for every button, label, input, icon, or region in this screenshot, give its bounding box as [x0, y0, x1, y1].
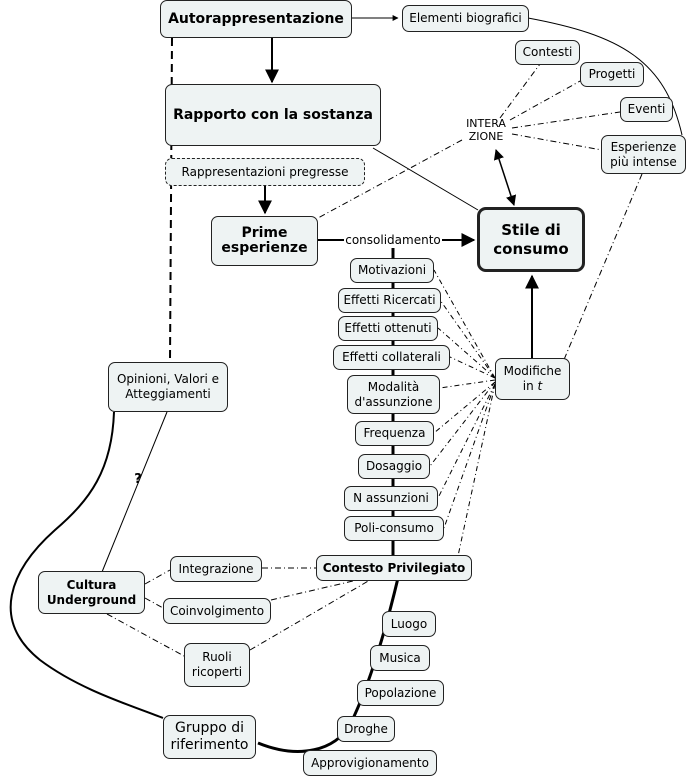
edge-int-prime — [317, 139, 463, 219]
edge-coinvolgimento-contesto — [270, 577, 367, 601]
edge-int-progetti — [509, 79, 583, 121]
edge-mod-contesto — [457, 383, 496, 557]
label-question: ? — [134, 472, 142, 487]
node-ruoli-ricoperti[interactable]: Ruoli ricoperti — [184, 643, 250, 687]
edge-esperienze-modifiche — [562, 173, 643, 363]
node-integrazione[interactable]: Integrazione — [170, 556, 262, 582]
edge-mod-nassunzioni — [437, 383, 496, 499]
node-progetti[interactable]: Progetti — [580, 62, 644, 87]
node-droghe[interactable]: Droghe — [337, 716, 395, 742]
node-luogo[interactable]: Luogo — [382, 611, 436, 637]
node-gruppo-riferimento[interactable]: Gruppo di riferimento — [163, 715, 256, 759]
edge-mod-modalita — [439, 379, 496, 389]
node-contesto-privilegiato[interactable]: Contesto Privilegiato — [316, 555, 472, 581]
edge-int-eventi — [511, 111, 621, 129]
edge-cultura-ruoli — [106, 613, 185, 657]
label-interazione: INTERA ZIONE — [466, 117, 506, 143]
node-popolazione[interactable]: Popolazione — [357, 680, 444, 706]
label-consolidamento: consolidamento — [344, 233, 442, 247]
edge-int-esperienze — [511, 133, 603, 151]
node-elementi-biografici[interactable]: Elementi biografici — [402, 5, 529, 32]
edge-mod-dosaggio — [429, 381, 496, 467]
node-modifiche[interactable]: Modifiche in t — [495, 358, 570, 400]
modifiche-t: t — [537, 379, 543, 393]
edge-biografici-esperienze — [527, 17, 683, 136]
node-stile-consumo[interactable]: Stile di consumo — [477, 207, 585, 272]
node-eventi[interactable]: Eventi — [620, 97, 673, 122]
edge-interazione-stile — [493, 149, 517, 206]
edge-mod-effcoll — [449, 356, 496, 379]
node-effetti-ottenuti[interactable]: Effetti ottenuti — [338, 316, 438, 341]
node-prime-esperienze[interactable]: Prime esperienze — [211, 216, 318, 266]
edge-opinioni-cultura — [101, 411, 168, 573]
node-frequenza[interactable]: Frequenza — [355, 421, 434, 446]
node-rapporto-sostanza[interactable]: Rapporto con la sostanza — [165, 84, 381, 146]
edge-ruoli-contesto — [249, 579, 371, 651]
node-poli-consumo[interactable]: Poli-consumo — [344, 516, 444, 541]
edge-mod-effric — [439, 299, 496, 379]
node-effetti-ricercati[interactable]: Effetti Ricercati — [338, 288, 441, 313]
edge-mod-policonsumo — [443, 383, 496, 529]
node-rappresentazioni-pregresse[interactable]: Rappresentazioni pregresse — [165, 158, 365, 186]
node-n-assunzioni[interactable]: N assunzioni — [344, 486, 438, 511]
edge-opinioni-gruppo — [9, 411, 164, 719]
node-motivazioni[interactable]: Motivazioni — [350, 258, 434, 283]
node-effetti-collaterali[interactable]: Effetti collaterali — [333, 345, 450, 370]
edge-mod-effott — [437, 327, 496, 379]
node-contesti[interactable]: Contesti — [515, 40, 580, 65]
node-cultura-underground[interactable]: Cultura Underground — [38, 571, 145, 614]
node-musica[interactable]: Musica — [370, 645, 430, 671]
modifiche-label: Modifiche in t — [503, 364, 562, 393]
node-esperienze-intense[interactable]: Esperienze più intense — [601, 135, 686, 174]
edge-rapporto-stile — [372, 147, 479, 211]
edge-cultura-coinvolgimento — [144, 597, 164, 609]
node-coinvolgimento[interactable]: Coinvolgimento — [163, 598, 271, 624]
node-modalita-assunzione[interactable]: Modalità d'assunzione — [347, 375, 440, 414]
edge-mod-frequenza — [433, 381, 496, 434]
node-approvvigionamento[interactable]: Approvigionamento — [303, 750, 437, 776]
edge-mod-motivazioni — [433, 269, 496, 379]
node-dosaggio[interactable]: Dosaggio — [358, 454, 430, 479]
node-opinioni[interactable]: Opinioni, Valori e Atteggiamenti — [108, 362, 228, 412]
edge-int-contesti — [499, 63, 541, 119]
node-autorappresentazione[interactable]: Autorappresentazione — [160, 0, 352, 38]
edge-cultura-integrazione — [144, 569, 171, 585]
